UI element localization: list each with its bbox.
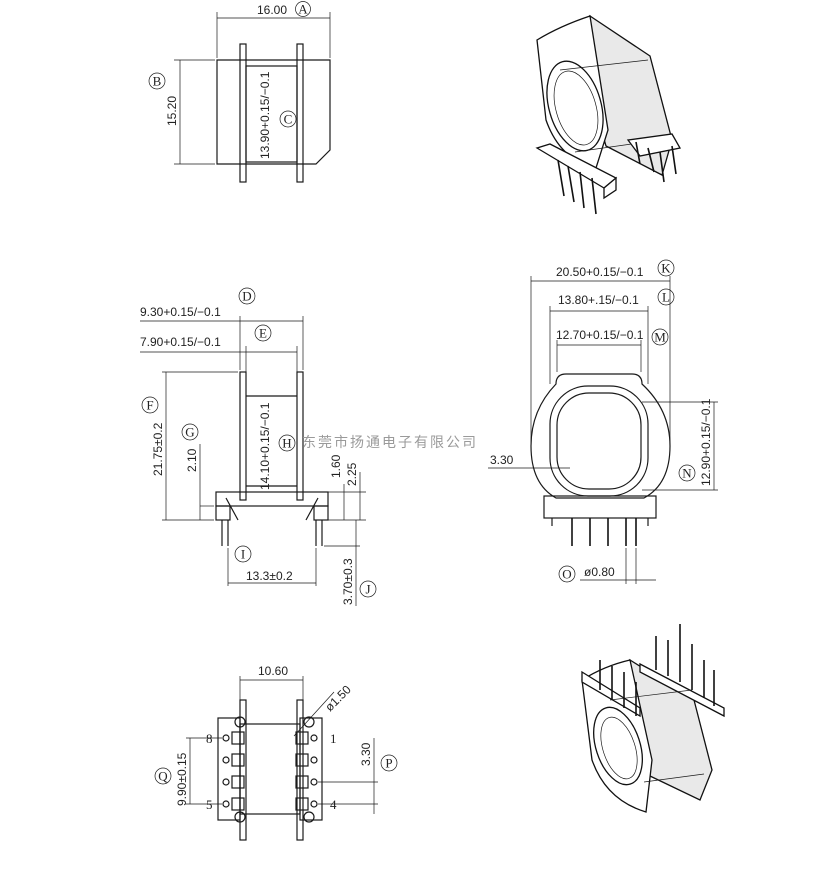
iso-view-bottom <box>581 624 725 813</box>
marker-d-label: D <box>242 289 251 304</box>
marker-p-label: P <box>385 756 392 771</box>
pin-1-label: 1 <box>330 731 337 746</box>
marker-q <box>154 767 172 785</box>
marker-n <box>678 464 696 482</box>
marker-g-label: G <box>185 425 194 440</box>
marker-n-label: N <box>682 466 692 481</box>
marker-p <box>380 754 398 772</box>
dim-n2: 3.30 <box>490 453 514 467</box>
marker-l-label: L <box>662 290 670 305</box>
dim-hole: ø1.50 <box>322 682 354 714</box>
side-view: 9.30+0.15/−0.1 D 7.90+0.15/−0.1 E 21.75±… <box>140 287 377 606</box>
marker-h-label: H <box>282 436 291 451</box>
dim-q: 9.90±0.15 <box>175 752 189 806</box>
marker-o <box>558 565 576 583</box>
dim-l: 13.80+.15/−0.1 <box>558 293 639 307</box>
marker-j-label: J <box>365 582 370 597</box>
dim-f: 21.75±0.2 <box>151 422 165 476</box>
marker-a-label: A <box>298 2 308 17</box>
marker-f <box>141 396 159 414</box>
dim-e: 7.90+0.15/−0.1 <box>140 335 221 349</box>
marker-o-label: O <box>562 567 571 582</box>
marker-m-label: M <box>654 330 666 345</box>
dim-a: 16.00 <box>257 3 287 17</box>
dim-i: 13.3±0.2 <box>246 569 293 583</box>
dim-c: 13.90+0.15/−0.1 <box>258 71 272 159</box>
pin-4-label: 4 <box>330 797 337 812</box>
top-view: 16.00 A 15.20 B 13.90+0.15/−0.1 C <box>148 1 331 183</box>
marker-a <box>295 1 311 17</box>
marker-f-label: F <box>146 398 153 413</box>
marker-m <box>651 328 669 346</box>
marker-i <box>234 545 252 563</box>
marker-j <box>359 580 377 598</box>
dim-h: 14.10+0.15/−0.1 <box>258 402 272 490</box>
marker-h <box>278 434 296 452</box>
dim-g: 2.10 <box>185 448 199 472</box>
dim-k: 20.50+0.15/−0.1 <box>556 265 644 279</box>
dim-j: 3.70±0.3 <box>341 558 355 605</box>
dim-d: 9.30+0.15/−0.1 <box>140 305 221 319</box>
marker-e-label: E <box>259 326 267 341</box>
marker-i-label: I <box>241 547 245 562</box>
front-view: 20.50+0.15/−0.1 K 13.80+.15/−0.1 L 12.70… <box>488 259 718 584</box>
marker-g <box>181 423 199 441</box>
marker-l <box>657 288 675 306</box>
pin-5-label: 5 <box>206 797 213 812</box>
marker-q-label: Q <box>158 769 168 784</box>
marker-d <box>238 287 256 305</box>
dim-h3: 2.25 <box>345 462 359 486</box>
marker-b <box>148 72 166 90</box>
dim-o: ø0.80 <box>584 565 615 579</box>
pin-pads-left <box>222 731 245 811</box>
marker-k-label: K <box>661 261 671 276</box>
watermark: 东莞市扬通电子有限公司 <box>302 434 478 451</box>
dim-pitch: 10.60 <box>258 664 288 678</box>
dim-n: 12.90+0.15/−0.1 <box>699 398 713 486</box>
marker-c <box>279 110 297 128</box>
marker-c-label: C <box>284 112 293 127</box>
marker-b-label: B <box>153 74 162 89</box>
dim-h2: 1.60 <box>329 454 343 478</box>
dim-p: 3.30 <box>359 742 373 766</box>
marker-e <box>254 324 272 342</box>
dim-m: 12.70+0.15/−0.1 <box>556 328 644 342</box>
iso-view-top <box>535 14 682 215</box>
pin-pads-right <box>295 731 318 811</box>
dim-b: 15.20 <box>165 96 179 126</box>
pin-8-label: 8 <box>206 731 213 746</box>
marker-k <box>657 259 675 277</box>
bottom-view: 10.60 ø1.50 8 5 1 4 3.30 P 9.90±0.15 Q <box>154 664 398 841</box>
